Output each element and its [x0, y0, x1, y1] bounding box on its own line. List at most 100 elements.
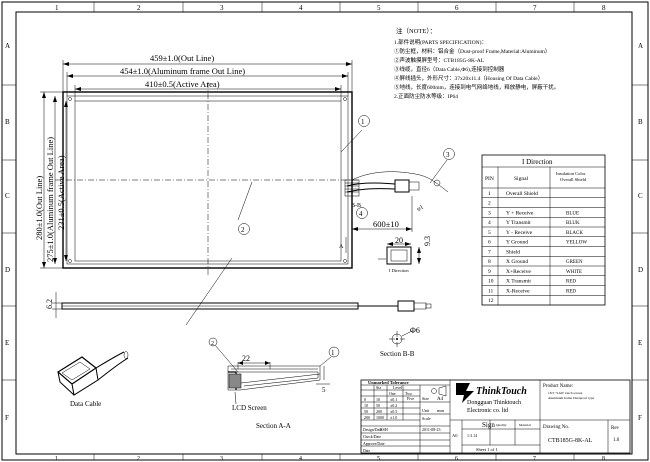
product-name-1: 18.5" SAW touch screen — [548, 391, 583, 395]
scale-label: Scale — [422, 416, 431, 421]
col-1: 1 — [55, 4, 59, 12]
callout-1b — [328, 346, 340, 358]
tol-sub-two: Two — [405, 391, 412, 396]
data-cable-label: Data Cable — [70, 400, 101, 408]
unit-label: Unit — [422, 408, 430, 413]
i-direction-caption: I Direction — [389, 268, 409, 273]
pin-number: 3 — [488, 210, 491, 216]
col-4: 4 — [299, 4, 303, 12]
data-cable-iso: Data Cable — [56, 351, 129, 408]
design-date: 2011-08-23 — [422, 427, 441, 432]
tol-value: ±1.0 — [390, 415, 397, 420]
pin-signal: Y Transmit — [506, 220, 531, 226]
notes-title: 注（NOTE）： — [396, 26, 436, 35]
tol-col-level: Level — [393, 385, 403, 390]
section-aa: 2 22 5 1 LCD Screen Section A-A — [208, 337, 340, 430]
svg-text:2: 2 — [241, 226, 245, 234]
side-plug-body — [397, 300, 415, 312]
svg-text:3: 3 — [446, 151, 450, 159]
drawing-no-label: Drawing No. — [543, 425, 569, 430]
dim-cable-dia: Φ6 — [410, 326, 420, 335]
pin-number: 2 — [488, 201, 491, 207]
col-7: 7 — [533, 4, 537, 12]
tol-from: 10 — [364, 403, 368, 408]
ground-wire — [351, 171, 449, 193]
rev-mark: A0 — [452, 433, 458, 438]
dim-active-height: 231±0.5(Active Area) — [56, 155, 66, 230]
row-d-right: D — [638, 266, 643, 274]
col-3-bottom: 3 — [220, 456, 223, 462]
pin-number: 4 — [488, 220, 491, 226]
callout-5-label: φ1 — [416, 204, 425, 212]
pin-signal: X-Receive — [506, 288, 530, 294]
tol-from: 50 — [364, 409, 368, 414]
pin-number: 12 — [488, 298, 494, 304]
dim-al-frame-height: 275±1.0(Aluminum frame Out Line) — [45, 137, 55, 262]
pin-number: 8 — [488, 259, 491, 265]
tol-from: 0 — [364, 397, 366, 402]
pin-signal: Overall Shield — [506, 191, 538, 197]
col-2-bottom: 2 — [137, 456, 140, 462]
pin-color: BLUE — [566, 211, 579, 216]
lcd-screen-label: LCD Screen — [232, 404, 267, 412]
row-a: A — [5, 42, 10, 50]
tol-from: 200 — [364, 415, 370, 420]
tol-value: ±0.1 — [390, 397, 397, 402]
check-label: Check/Date — [363, 435, 381, 439]
note-line-2: ①防尘框，材料：铝合金（Dust-proof Frame,Material:Al… — [394, 47, 550, 55]
col-3: 3 — [220, 4, 224, 12]
note-line-6: ⑤地线，长度600mm，连接到电气网络地线，释放静电，屏蔽干扰。 — [394, 83, 559, 91]
section-a-mark: A — [339, 244, 344, 250]
col-1-bottom: 1 — [55, 456, 58, 462]
plug-head — [408, 181, 420, 191]
pin-number: 11 — [488, 288, 494, 294]
column-markers-top: 1 2 3 4 5 6 7 8 — [55, 2, 606, 12]
row-e-right: E — [638, 339, 642, 347]
company-logo-icon — [456, 383, 474, 403]
tol-sub-five: Five — [407, 396, 414, 401]
pin-signal: Y Ground — [506, 240, 528, 246]
col-4-bottom: 4 — [299, 456, 302, 462]
dim-out-line-width: 459±1.0(Out Line) — [150, 53, 214, 63]
design-label: Design/Date — [363, 428, 382, 432]
pin-number: 6 — [488, 240, 491, 246]
dim-cable-length: 600±10 — [373, 219, 399, 229]
svg-text:2: 2 — [211, 341, 214, 347]
sheet-label: Sheet 1 of 1 — [476, 447, 498, 452]
date-label: Date — [363, 449, 370, 453]
notes-block: 注（NOTE）： 1.部件说明(PARTS SPECIFICATION)： ①防… — [394, 26, 559, 100]
drawing-no: CTB185G-8K-AL — [548, 438, 593, 444]
quality-label: Quality — [496, 423, 507, 427]
callout-2 — [238, 223, 250, 235]
pin-number: 9 — [488, 269, 491, 275]
front-view: A 2 1 459±1.0(Out Line) 454±1.0(Aluminum… — [34, 53, 370, 326]
pin-signal: Shield — [506, 249, 520, 255]
plug-body — [394, 179, 410, 193]
tol-to: 50 — [376, 403, 380, 408]
unit-value: mm — [437, 408, 445, 413]
pin-color: YELLOW — [566, 241, 587, 246]
tol-value: ±0.5 — [390, 409, 397, 414]
pin-number: 1 — [488, 191, 491, 197]
col-7-bottom: 7 — [533, 456, 536, 462]
pin-signal: Y - Receive — [506, 230, 533, 236]
pin-table-title: I Direction — [522, 158, 553, 166]
ratio-value: 1:3.14 — [467, 433, 477, 438]
row-d: D — [5, 266, 10, 274]
pin-signal: X Transmit — [506, 279, 531, 285]
col-6: 6 — [455, 4, 459, 12]
pin-signal: X+Receive — [506, 269, 531, 275]
pin-color: RED — [566, 289, 576, 294]
sign-label: Sign — [482, 421, 495, 429]
dim-lcd-gap: 22 — [242, 354, 250, 363]
section-bb: Φ6 Section B-B — [380, 326, 420, 358]
dim-c5: 5 — [322, 386, 326, 394]
row-e: E — [5, 339, 9, 347]
col-6-bottom: 6 — [455, 456, 458, 462]
note-line-7: 2.正面防尘防水等级：IP64 — [394, 92, 458, 100]
row-a-right: A — [638, 42, 643, 50]
